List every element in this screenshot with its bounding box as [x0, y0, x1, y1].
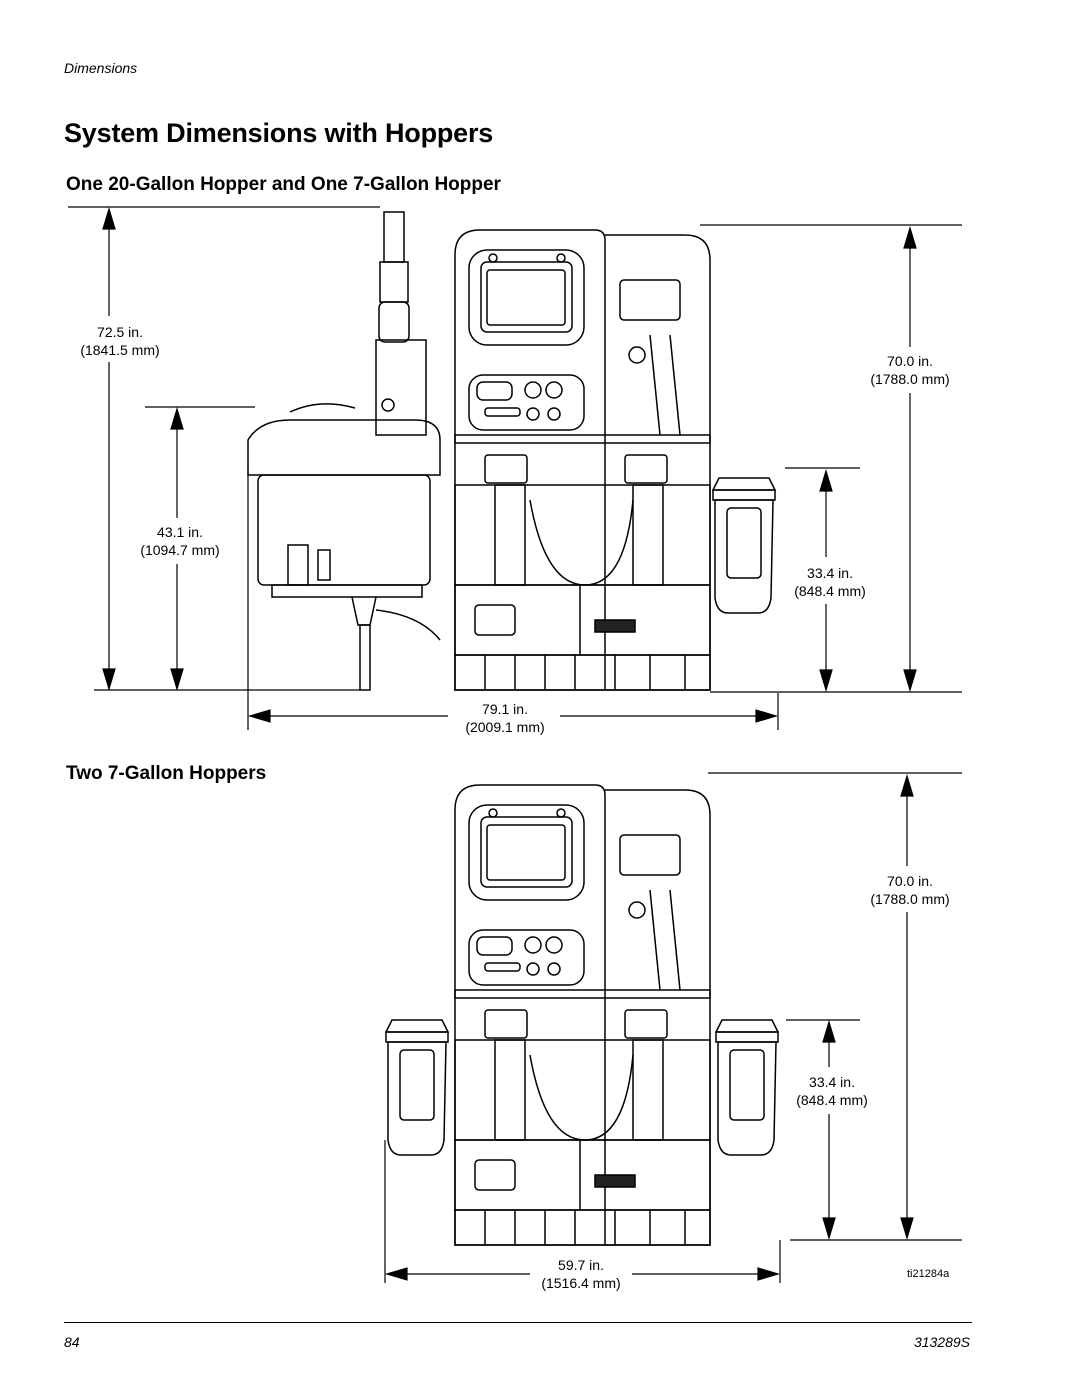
width-in-2: 59.7 in.: [558, 1257, 604, 1273]
unit-height-label-2: 70.0 in. (1788.0 mm): [855, 872, 965, 908]
unit-height-in: 70.0 in.: [887, 353, 933, 369]
section-header: Dimensions: [64, 60, 138, 76]
hopper-height-in-2: 33.4 in.: [809, 1074, 855, 1090]
width-label: 79.1 in. (2009.1 mm): [450, 700, 560, 736]
hopper-height-mm-2: (848.4 mm): [796, 1092, 868, 1108]
hopper-height-mm: (1094.7 mm): [140, 542, 220, 558]
overall-height-in: 72.5 in.: [97, 324, 143, 340]
config1-heading: One 20-Gallon Hopper and One 7-Gallon Ho…: [66, 174, 501, 195]
small-hopper-height-label: 33.4 in. (848.4 mm): [780, 564, 880, 600]
overall-height-mm: (1841.5 mm): [80, 342, 160, 358]
footer-rule: [64, 1322, 972, 1323]
hopper-height-in: 43.1 in.: [157, 524, 203, 540]
unit-height-label: 70.0 in. (1788.0 mm): [855, 352, 965, 388]
page-title: System Dimensions with Hoppers: [64, 118, 494, 148]
hopper-height-label-2: 33.4 in. (848.4 mm): [782, 1073, 882, 1109]
overall-height-label: 72.5 in. (1841.5 mm): [70, 323, 170, 359]
width-label-2: 59.7 in. (1516.4 mm): [530, 1256, 632, 1292]
document-number: 313289S: [913, 1334, 970, 1350]
unit-height-in-2: 70.0 in.: [887, 873, 933, 889]
small-hopper-height-in: 33.4 in.: [807, 565, 853, 581]
unit-height-mm-2: (1788.0 mm): [870, 891, 950, 907]
width-mm: (2009.1 mm): [465, 719, 545, 735]
width-in: 79.1 in.: [482, 701, 528, 717]
unit-height-mm: (1788.0 mm): [870, 371, 950, 387]
config2-heading: Two 7-Gallon Hoppers: [66, 763, 267, 784]
figure-id: ti21284a: [907, 1268, 950, 1280]
width-mm-2: (1516.4 mm): [541, 1275, 621, 1291]
small-hopper-height-mm: (848.4 mm): [794, 583, 866, 599]
hopper-height-label: 43.1 in. (1094.7 mm): [125, 523, 235, 559]
page-number: 84: [64, 1334, 80, 1350]
